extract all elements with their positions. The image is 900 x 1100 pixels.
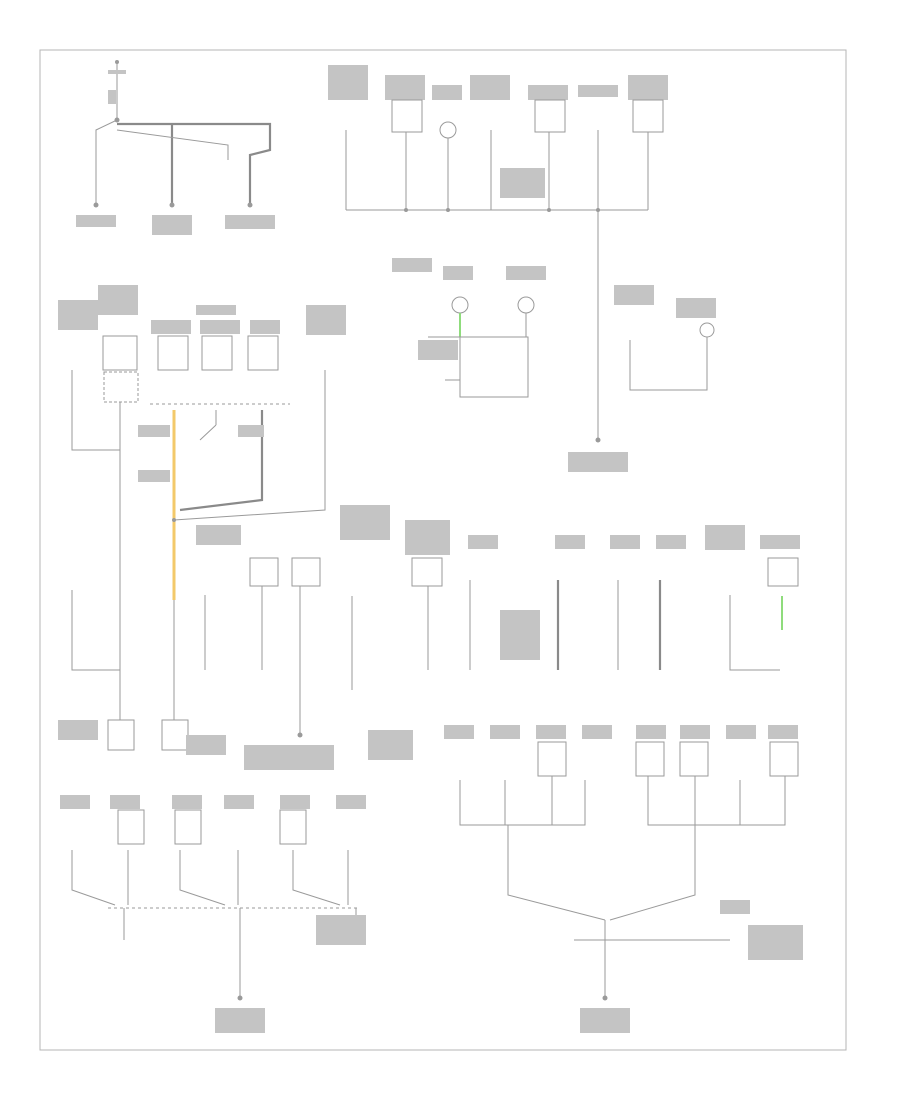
ground-right xyxy=(602,995,608,1001)
bus-left xyxy=(459,780,586,826)
middle-right-module-group xyxy=(392,258,716,398)
ground-g3 xyxy=(247,202,253,208)
middle-left-cluster xyxy=(58,285,346,720)
component-box xyxy=(767,557,799,587)
component-box xyxy=(161,719,189,751)
battery-terminal-node xyxy=(115,60,119,64)
component-box xyxy=(291,557,321,587)
diagram-frame xyxy=(39,49,847,1051)
lamp-symbol xyxy=(439,121,457,139)
wire xyxy=(199,410,217,441)
component-box xyxy=(632,99,664,133)
loop-wire xyxy=(629,337,708,391)
module-wire xyxy=(428,336,460,381)
wire xyxy=(507,825,606,921)
component-box xyxy=(635,741,665,777)
component-box xyxy=(279,809,307,845)
component-box xyxy=(107,719,135,751)
wire xyxy=(504,776,553,825)
wire-to-left-ground xyxy=(95,119,118,205)
lamp-symbol xyxy=(517,296,535,314)
wire xyxy=(694,776,741,825)
top-right-component-group xyxy=(328,65,668,472)
wire xyxy=(292,850,341,906)
ground-left xyxy=(237,995,243,1001)
wire xyxy=(179,410,264,512)
bottom-left-ground-group xyxy=(60,795,366,1033)
drop-wires xyxy=(204,586,429,735)
component-box xyxy=(249,557,279,587)
module-box xyxy=(459,336,529,398)
ground-g1 xyxy=(93,202,99,208)
component-box xyxy=(537,741,567,777)
component-box xyxy=(157,335,189,371)
component-box xyxy=(247,335,279,371)
wire xyxy=(729,595,780,671)
wire-bus xyxy=(117,122,272,205)
component-box xyxy=(117,809,145,845)
component-box xyxy=(391,99,423,133)
component-box xyxy=(201,335,233,371)
component-box xyxy=(534,99,566,133)
drop-wires xyxy=(345,130,649,210)
bottom-right-ground-group xyxy=(444,725,803,1033)
lamp-symbol xyxy=(699,322,715,338)
ground-trunk xyxy=(595,437,601,443)
ground-g2 xyxy=(169,202,175,208)
middle-connector-row xyxy=(71,505,800,738)
component-box xyxy=(102,335,138,371)
bus-right xyxy=(647,776,786,826)
component-box xyxy=(174,809,202,845)
lower-left-boxes xyxy=(58,719,413,770)
lamp-symbol xyxy=(451,296,469,314)
component-box xyxy=(411,557,443,587)
wire-branch xyxy=(116,129,229,160)
component-box xyxy=(679,741,709,777)
component-box xyxy=(769,741,799,777)
wire xyxy=(71,370,120,451)
wire xyxy=(71,590,120,671)
wire xyxy=(71,850,116,906)
battery-ground-group xyxy=(76,60,275,235)
wire xyxy=(179,850,226,906)
ground-node xyxy=(297,732,303,738)
wire xyxy=(173,370,326,521)
component-box-dashed xyxy=(103,371,139,403)
wire xyxy=(609,825,696,921)
